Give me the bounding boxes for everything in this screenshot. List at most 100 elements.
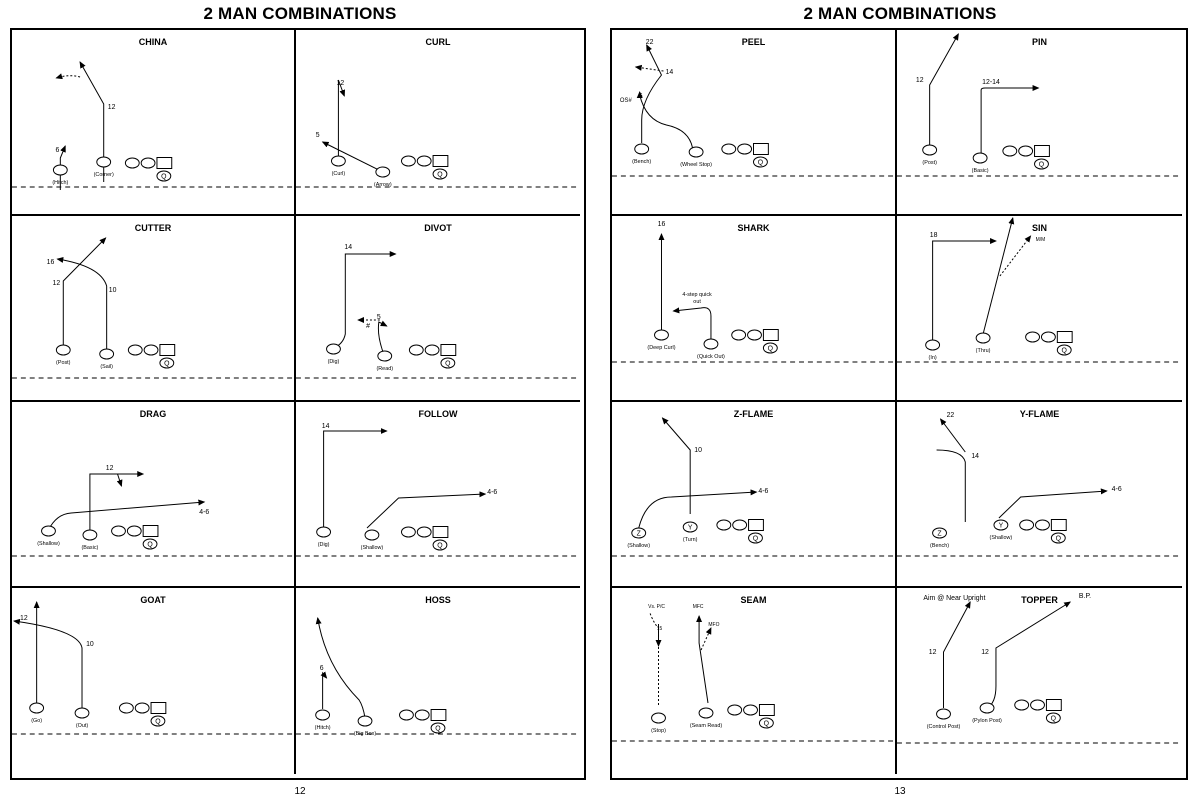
receiver-bench	[634, 143, 650, 155]
route-label: 12	[106, 465, 114, 472]
play-title: GOAT	[140, 595, 166, 605]
center	[156, 157, 173, 169]
center	[142, 525, 159, 537]
route-line	[943, 601, 971, 708]
lineman	[1040, 331, 1056, 343]
route-line	[55, 73, 81, 80]
route-line	[116, 473, 123, 487]
lineman	[126, 525, 142, 537]
center	[1056, 331, 1073, 343]
route-label: 4-6	[199, 509, 209, 516]
route-label: 12	[337, 80, 345, 87]
route-label: 16	[47, 259, 55, 266]
receiver-sail	[99, 348, 115, 360]
lineman	[1002, 145, 1018, 157]
route-line	[939, 418, 966, 453]
lineman	[424, 344, 440, 356]
receiver-big-box	[357, 715, 373, 727]
route-line	[320, 671, 328, 709]
lineman	[1025, 331, 1040, 343]
quarterback-label: Q	[437, 171, 443, 178]
center	[1034, 145, 1050, 157]
quarterback	[432, 168, 448, 180]
receiver-quick-out	[703, 338, 719, 350]
diagram-group: 612(Hitch)(Corner)Q	[12, 61, 297, 190]
route-line	[641, 44, 663, 143]
receiver-basic	[82, 529, 98, 541]
route-line	[89, 471, 145, 530]
route-line	[998, 488, 1108, 519]
receiver-hitch	[52, 164, 68, 176]
route-line	[321, 141, 383, 173]
lineman	[416, 526, 432, 538]
lineman	[732, 519, 748, 531]
route-line	[929, 33, 959, 148]
quarterback-label: Q	[1039, 161, 1045, 168]
lineman	[416, 155, 432, 167]
route-line	[12, 618, 83, 708]
route-name-label: (Shallow)	[627, 543, 650, 549]
play-title: CUTTER	[134, 223, 172, 233]
route-name-label: (Dig)	[318, 542, 330, 548]
route-name-label: (In)	[929, 355, 937, 361]
route-name-label: (Control Post)	[927, 724, 961, 730]
quarterback-label: Q	[768, 345, 774, 352]
lineman	[1014, 699, 1030, 711]
diagram-group: 18M/M(In)(Thru)Q	[897, 217, 1183, 363]
receiver-in	[925, 339, 941, 351]
route-label: 14	[971, 453, 979, 460]
route-label: MFC	[693, 604, 704, 610]
page-title: 2 MAN COMBINATIONS	[203, 4, 397, 23]
receiver-letter: Z	[637, 530, 642, 537]
route-line	[366, 491, 487, 529]
route-label: 6	[320, 665, 324, 672]
quarterback	[1056, 344, 1072, 356]
route-line	[999, 235, 1032, 277]
lineman	[1030, 699, 1045, 711]
quarterback	[430, 722, 446, 734]
play-title: PEEL	[741, 37, 766, 47]
route-label: 12-14	[982, 79, 1000, 86]
route-name-label: (Turn)	[683, 537, 698, 543]
quarterback-label: Q	[1051, 715, 1057, 722]
route-label: 5	[377, 314, 381, 321]
play-diagram: 104-6Z(Shallow)Y(Turn)Q	[612, 417, 898, 557]
route-label: 22	[947, 412, 955, 419]
route-name-label: (Stop)	[651, 728, 666, 734]
center	[432, 155, 449, 167]
center	[762, 329, 779, 341]
lineman	[716, 519, 732, 531]
route-name-label: (Out)	[76, 723, 89, 729]
route-label: OS#	[620, 98, 633, 104]
route-line	[638, 489, 758, 529]
quarterback	[758, 717, 774, 729]
route-line	[634, 64, 664, 72]
route-label: Vs. P/C	[648, 604, 665, 610]
lineman	[1018, 145, 1034, 157]
quarterback-label: Q	[437, 542, 443, 549]
play-diagram: 144-6(Dig)(Shallow)Q	[296, 423, 581, 557]
lineman	[124, 157, 140, 169]
receiver-wheel-stop	[688, 146, 704, 158]
route-line	[56, 256, 108, 351]
route-label: 4-6	[758, 488, 768, 495]
quarterback	[159, 357, 175, 369]
route-label: 10	[109, 287, 117, 294]
route-label: M/M	[1036, 237, 1046, 243]
receiver-out	[74, 707, 90, 719]
route-name-label: (Deep Curl)	[647, 345, 675, 351]
route-name-label: (Hitch)	[52, 180, 68, 186]
route-name-label: (Basic)	[972, 168, 989, 174]
route-label: 18	[930, 232, 938, 239]
route-label: B.P.	[1079, 593, 1091, 600]
route-line	[696, 615, 709, 704]
route-name-label: (Hitch)	[315, 725, 331, 731]
route-label: #	[366, 323, 370, 330]
